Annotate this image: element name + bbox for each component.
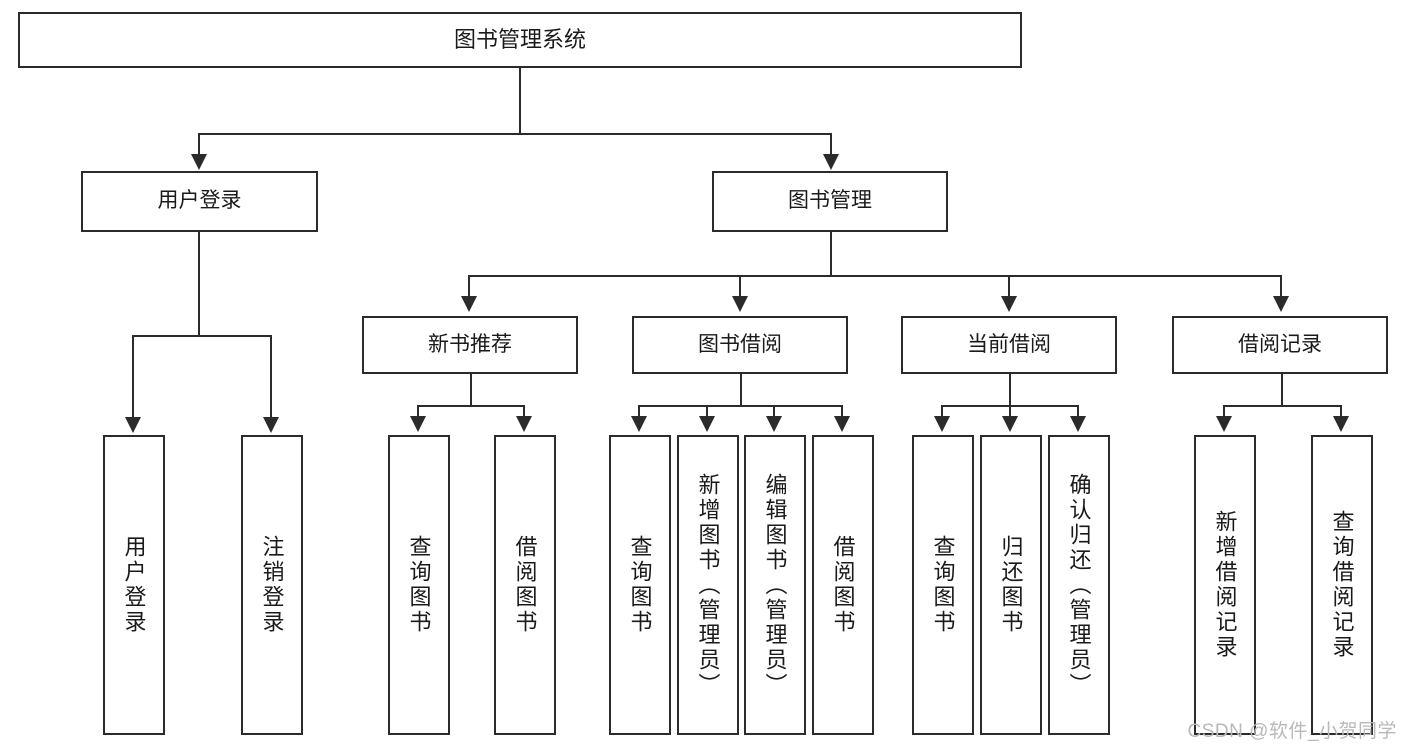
node-label: 编辑图书（管理员） <box>762 472 788 698</box>
connector-to-book-borrow <box>739 275 741 297</box>
node-label: 归还图书 <box>998 535 1024 635</box>
node-borrow-record[interactable]: 借阅记录 <box>1172 316 1388 374</box>
node-label: 图书管理 <box>788 189 872 213</box>
arrowhead-leaf-query-book-1 <box>410 416 426 432</box>
node-label: 借阅图书 <box>830 535 856 635</box>
node-leaf-add-record[interactable]: 新增借阅记录 <box>1194 435 1256 735</box>
watermark-text: CSDN @软件_小贺同学 <box>1187 721 1397 742</box>
node-leaf-confirm-return[interactable]: 确认归还（管理员） <box>1048 435 1110 735</box>
connector-root-stem <box>519 68 521 134</box>
connector-new-book-rec-bus <box>417 405 523 407</box>
node-current-borrow[interactable]: 当前借阅 <box>901 316 1117 374</box>
arrowhead-leaf-borrow-book-2 <box>834 416 850 432</box>
node-leaf-query-book-3[interactable]: 查询图书 <box>912 435 974 735</box>
node-label: 新增借阅记录 <box>1212 510 1238 660</box>
arrowhead-user-login <box>191 154 207 170</box>
arrowhead-book-manage <box>823 154 839 170</box>
connector-book-borrow-bus <box>638 405 841 407</box>
node-book-borrow[interactable]: 图书借阅 <box>632 316 848 374</box>
arrowhead-leaf-borrow-book-1 <box>516 416 532 432</box>
connector-new-book-rec-drop-2 <box>523 405 525 417</box>
arrowhead-borrow-record <box>1273 296 1289 312</box>
node-label: 用户登录 <box>157 189 242 213</box>
node-book-manage[interactable]: 图书管理 <box>712 171 948 232</box>
connector-book-borrow-drop-3 <box>773 405 775 417</box>
arrowhead-leaf-query-book-2 <box>631 416 647 432</box>
connector-book-borrow-drop-2 <box>706 405 708 417</box>
node-label: 借阅图书 <box>512 535 538 635</box>
node-label: 查询图书 <box>930 535 956 635</box>
connector-borrow-record-drop-1 <box>1223 405 1225 417</box>
arrowhead-book-borrow <box>732 296 748 312</box>
node-label: 新增图书（管理员） <box>695 472 721 698</box>
connector-root-to-user-login <box>198 133 200 156</box>
connector-to-borrow-record <box>1280 275 1282 297</box>
node-label: 注销登录 <box>259 535 285 635</box>
connector-root-to-book-manage <box>830 133 832 156</box>
arrowhead-leaf-query-record <box>1333 416 1349 432</box>
connector-user-login-drop-2 <box>270 335 272 419</box>
node-leaf-return-book[interactable]: 归还图书 <box>980 435 1042 735</box>
arrowhead-leaf-logout-login <box>263 417 279 433</box>
node-label: 查询借阅记录 <box>1329 510 1355 660</box>
arrowhead-leaf-add-record <box>1216 416 1232 432</box>
node-label: 确认归还（管理员） <box>1066 472 1092 698</box>
node-leaf-query-record[interactable]: 查询借阅记录 <box>1311 435 1373 735</box>
connector-user-login-stem <box>198 232 200 336</box>
node-leaf-add-book[interactable]: 新增图书（管理员） <box>677 435 739 735</box>
connector-new-book-rec-drop-1 <box>417 405 419 417</box>
node-user-login[interactable]: 用户登录 <box>81 171 318 232</box>
node-leaf-user-login[interactable]: 用户登录 <box>103 435 165 735</box>
arrowhead-new-book-rec <box>461 296 477 312</box>
node-label: 当前借阅 <box>967 332 1051 356</box>
arrowhead-leaf-edit-book <box>766 416 782 432</box>
connector-root-bus <box>198 133 830 135</box>
node-label: 查询图书 <box>627 535 653 635</box>
connector-book-borrow-drop-1 <box>638 405 640 417</box>
connector-book-borrow-stem <box>740 374 742 406</box>
arrowhead-leaf-user-login <box>125 417 141 433</box>
connector-user-login-bus <box>132 335 270 337</box>
connector-to-current-borrow <box>1008 275 1010 297</box>
node-leaf-query-book-1[interactable]: 查询图书 <box>388 435 450 735</box>
node-leaf-logout-login[interactable]: 注销登录 <box>241 435 303 735</box>
arrowhead-leaf-return-book <box>1002 416 1018 432</box>
node-new-book-rec[interactable]: 新书推荐 <box>362 316 578 374</box>
connector-borrow-record-bus <box>1223 405 1340 407</box>
node-leaf-edit-book[interactable]: 编辑图书（管理员） <box>744 435 806 735</box>
node-root-system[interactable]: 图书管理系统 <box>18 12 1022 68</box>
node-label: 用户登录 <box>121 535 147 635</box>
arrowhead-leaf-confirm-return <box>1070 416 1086 432</box>
node-label: 图书借阅 <box>698 332 782 356</box>
connector-book-borrow-drop-4 <box>841 405 843 417</box>
node-label: 新书推荐 <box>428 332 512 356</box>
node-label: 查询图书 <box>406 535 432 635</box>
connector-to-new-book-rec <box>468 275 470 297</box>
connector-book-manage-stem <box>830 232 832 276</box>
connector-current-borrow-drop-3 <box>1077 405 1079 417</box>
arrowhead-leaf-add-book <box>699 416 715 432</box>
node-leaf-borrow-book-2[interactable]: 借阅图书 <box>812 435 874 735</box>
node-label: 借阅记录 <box>1238 332 1322 356</box>
arrowhead-current-borrow <box>1001 296 1017 312</box>
connector-book-manage-bus <box>468 275 1280 277</box>
connector-new-book-rec-stem <box>470 374 472 406</box>
connector-current-borrow-drop-2 <box>1009 405 1011 417</box>
node-leaf-query-book-2[interactable]: 查询图书 <box>609 435 671 735</box>
connector-current-borrow-drop-1 <box>941 405 943 417</box>
arrowhead-leaf-query-book-3 <box>934 416 950 432</box>
node-label: 图书管理系统 <box>453 27 586 53</box>
connector-borrow-record-stem <box>1281 374 1283 406</box>
connector-borrow-record-drop-2 <box>1340 405 1342 417</box>
connector-user-login-drop-1 <box>132 335 134 419</box>
node-leaf-borrow-book-1[interactable]: 借阅图书 <box>494 435 556 735</box>
connector-current-borrow-stem <box>1009 374 1011 406</box>
